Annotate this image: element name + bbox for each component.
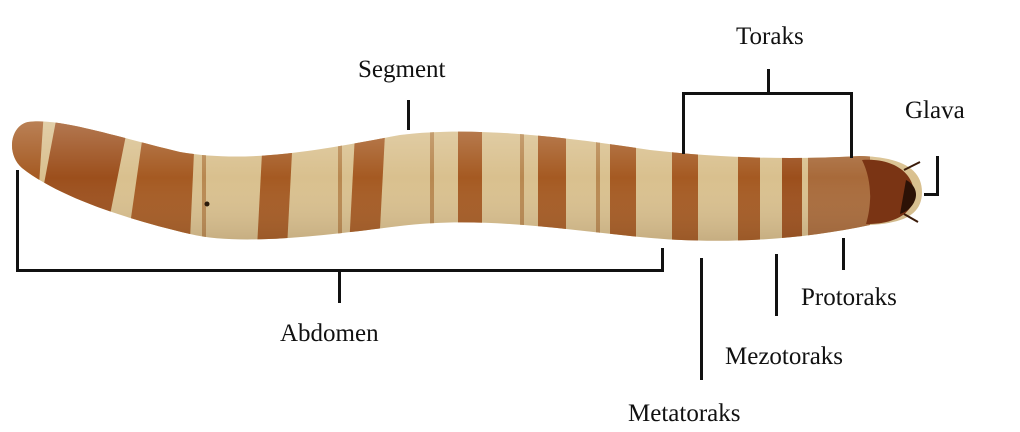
label-mezotoraks: Mezotoraks xyxy=(725,344,843,369)
segment-bands xyxy=(0,110,1020,260)
abdomen-bracket-stem xyxy=(338,269,341,303)
protoraks-pointer-line xyxy=(842,238,845,270)
toraks-bracket-left xyxy=(682,92,685,154)
toraks-bracket-right xyxy=(850,92,853,158)
abdomen-bracket-right xyxy=(661,248,664,272)
segment-pointer-line xyxy=(407,100,410,130)
label-segment: Segment xyxy=(358,57,446,82)
label-toraks: Toraks xyxy=(736,24,804,49)
label-protoraks: Protoraks xyxy=(801,285,897,310)
label-abdomen: Abdomen xyxy=(280,321,379,346)
toraks-bracket-stem xyxy=(767,69,770,92)
glava-pointer-vertical xyxy=(936,156,939,196)
abdomen-bracket-left xyxy=(16,170,19,272)
label-glava: Glava xyxy=(905,98,965,123)
label-metatoraks: Metatoraks xyxy=(628,401,740,426)
metatoraks-pointer-line xyxy=(700,258,703,380)
glava-pointer-horizontal xyxy=(924,193,939,196)
toraks-bracket-top xyxy=(682,92,853,95)
mezotoraks-pointer-line xyxy=(775,254,778,316)
